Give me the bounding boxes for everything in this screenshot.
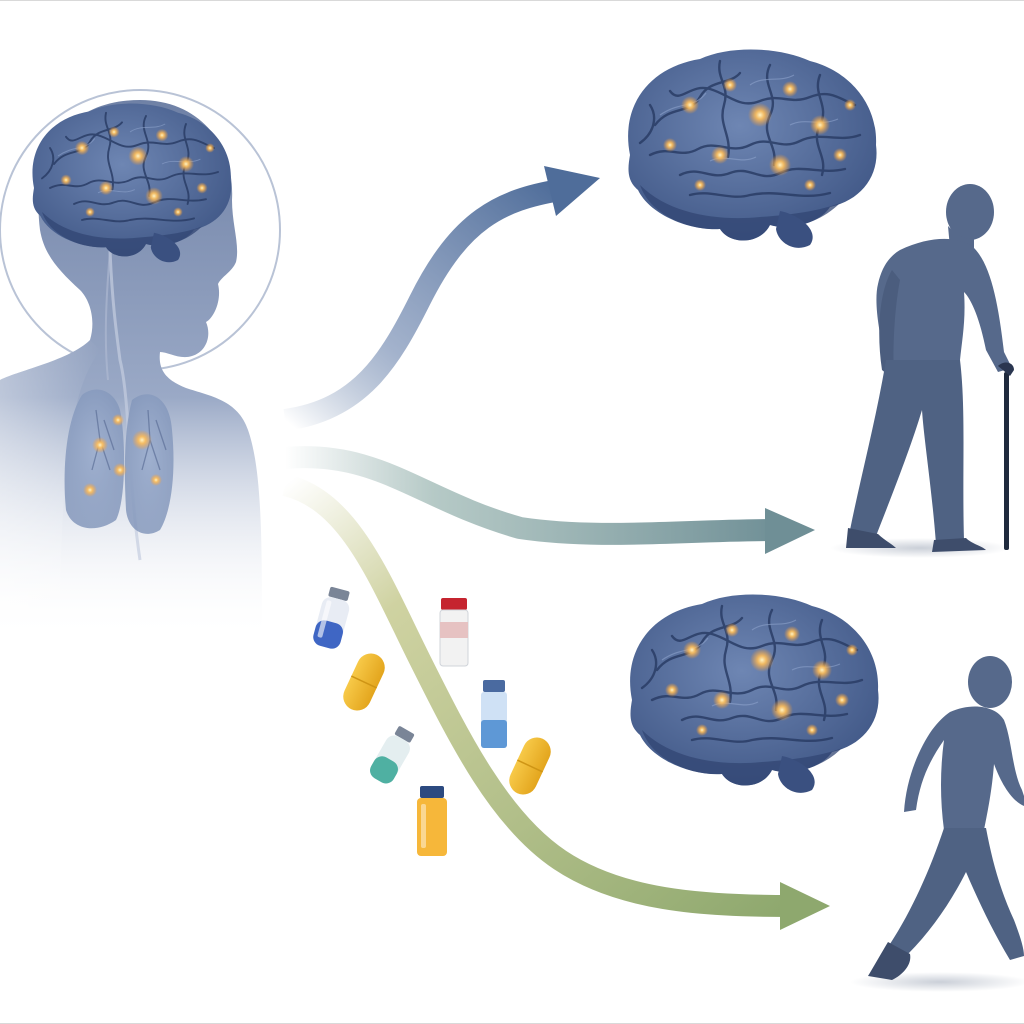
vial-light-blue-icon <box>481 680 507 748</box>
elderly-person-with-cane-icon <box>830 184 1014 558</box>
vial-red-cap-icon <box>439 598 469 667</box>
pill-yellow-icon <box>509 737 551 795</box>
lungs-icon <box>64 389 174 534</box>
walking-person-icon <box>850 656 1024 992</box>
top-border <box>0 0 1024 1</box>
vial-blue-icon <box>313 586 350 649</box>
medications-cluster <box>313 586 551 856</box>
brain-with-glowing-spots-icon <box>628 593 880 795</box>
arrow-right-icon <box>284 446 815 554</box>
brain-with-glowing-spots-icon <box>626 48 878 250</box>
curved-arrow-up-icon <box>283 166 600 431</box>
s-curve-arrow-down-icon <box>282 474 830 930</box>
vial-teal-icon <box>370 726 415 784</box>
vial-orange-icon <box>417 786 447 856</box>
human-bust-with-brain-and-lungs-icon <box>0 89 281 640</box>
pill-yellow-icon <box>343 653 385 711</box>
